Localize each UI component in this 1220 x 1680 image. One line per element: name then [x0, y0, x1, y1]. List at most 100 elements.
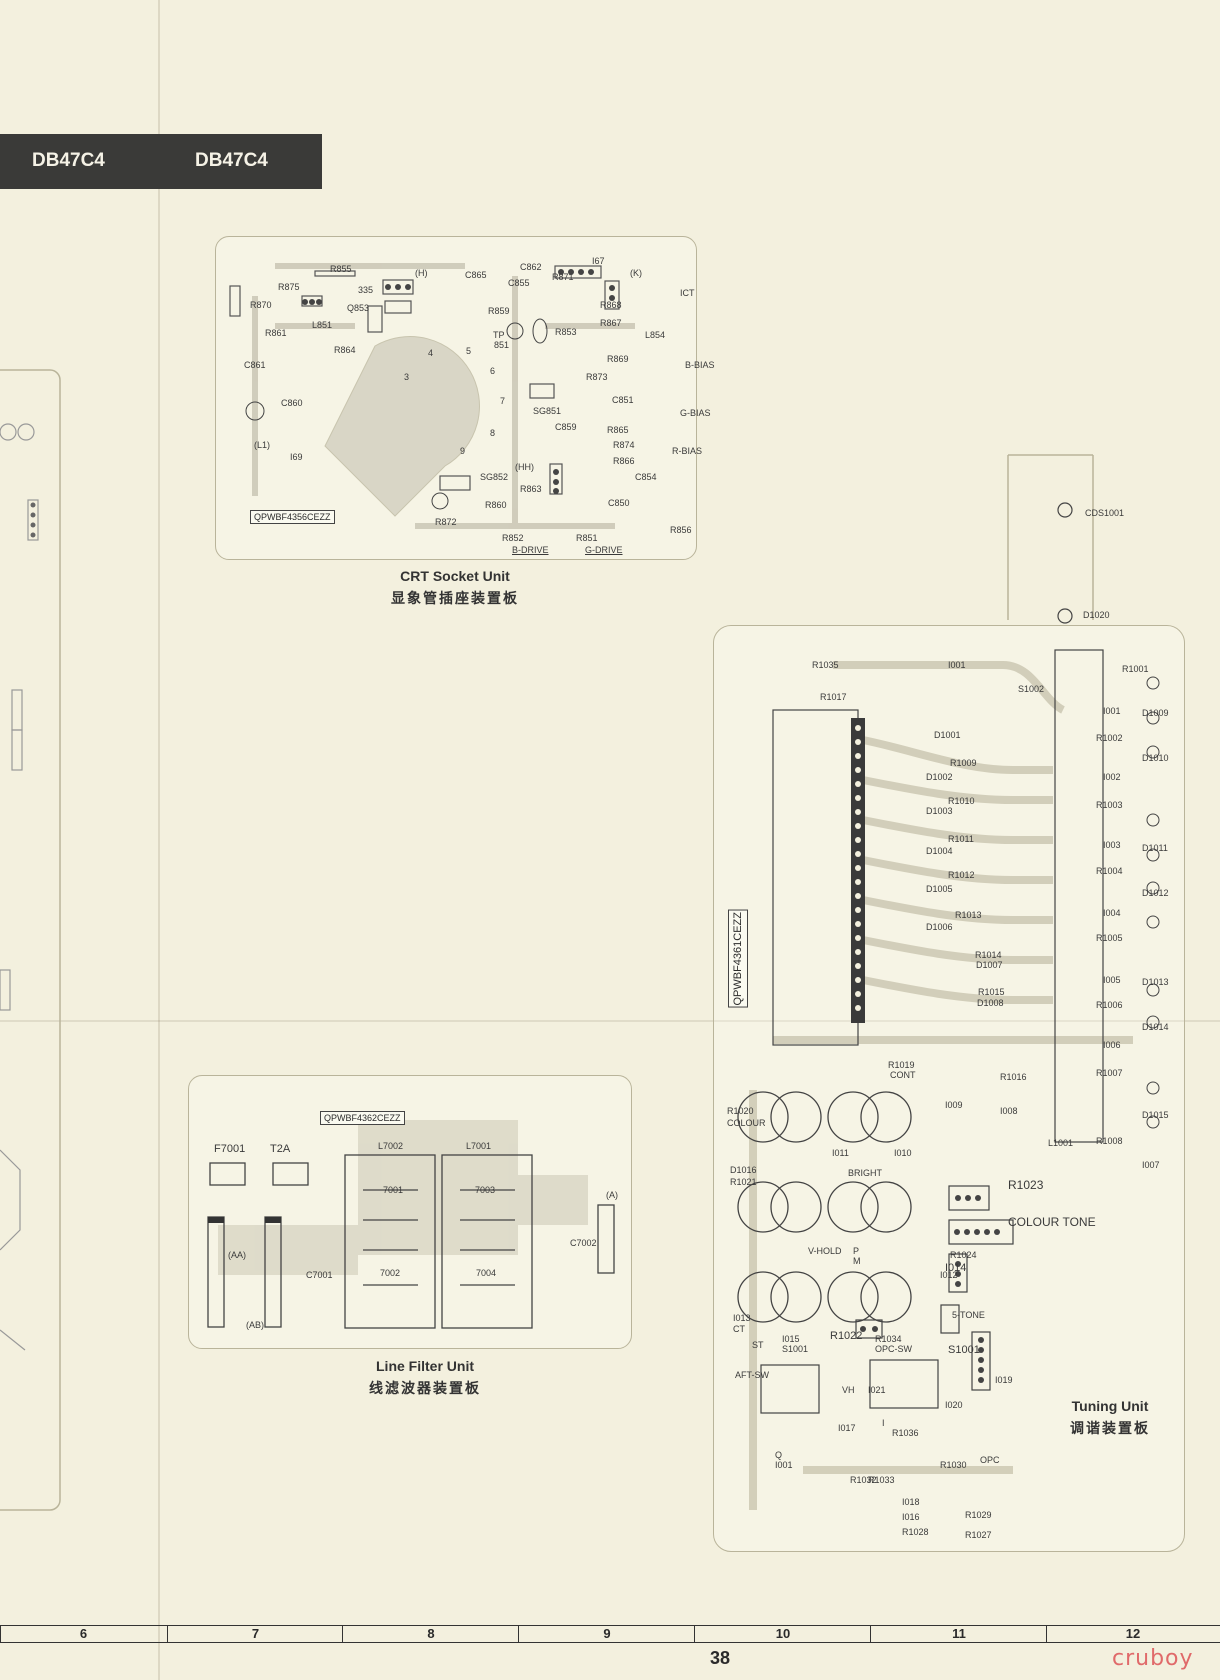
tuning-label: I009 [945, 1100, 963, 1110]
tuning-label: I008 [1000, 1106, 1018, 1116]
crt-label: C855 [508, 278, 530, 288]
tuning-label: I021 [868, 1385, 886, 1395]
tuning-label: R1032 [850, 1475, 877, 1485]
tuning-label: R1027 [965, 1530, 992, 1540]
filter-label: 7002 [380, 1268, 401, 1278]
tuning-label: I020 [945, 1400, 963, 1410]
tuning-label: R1008 [1096, 1136, 1123, 1146]
tuning-label: COLOUR TONE [1008, 1215, 1096, 1229]
tuning-label: I003 [1103, 840, 1121, 850]
grid-bar: 6 7 8 9 10 11 12 [0, 1625, 1220, 1643]
tuning-label: CONT [890, 1070, 916, 1080]
filter-label: (AA) [228, 1250, 246, 1260]
crt-caption: CRT Socket Unit 显象管插座装置板 [355, 568, 555, 608]
filter-label: 7004 [476, 1268, 497, 1278]
tuning-label: I017 [838, 1423, 856, 1433]
filter-label: C7002 [570, 1238, 597, 1248]
tuning-label: R1017 [820, 692, 847, 702]
crt-label: C862 [520, 262, 542, 272]
tuning-label: I002 [1103, 772, 1121, 782]
crt-pin: 3 [404, 372, 410, 382]
filter-label: (A) [606, 1190, 618, 1200]
tuning-label: D1013 [1142, 977, 1169, 987]
crt-label: SG851 [533, 406, 562, 416]
tuning-label: I001 [1103, 706, 1121, 716]
tuning-label: D1011 [1142, 843, 1168, 853]
crt-label: B-DRIVE [512, 545, 549, 555]
tuning-caption: Tuning Unit 调谐装置板 [1060, 1398, 1160, 1438]
left-partial-board [0, 369, 61, 1511]
crt-label: R869 [607, 354, 629, 364]
part-code: QPWBF4356CEZZ [250, 510, 335, 524]
caption-cn: 调谐装置板 [1070, 1420, 1150, 1436]
tuning-label: 5-TONE [952, 1310, 985, 1320]
grid-cell: 6 [0, 1626, 166, 1642]
crt-pin: 9 [460, 446, 466, 456]
tuning-label: D1010 [1142, 753, 1169, 763]
crt-label: R865 [607, 425, 629, 435]
crt-label: R860 [485, 500, 507, 510]
tuning-board-traces [737, 454, 1160, 1510]
caption-cn: 显象管插座装置板 [391, 590, 519, 606]
part-code: QPWBF4361CEZZ [728, 910, 748, 1008]
filter-label: T2A [270, 1143, 291, 1155]
tuning-label: I018 [902, 1497, 920, 1507]
crt-pin: 8 [490, 428, 496, 438]
filter-label: L7001 [466, 1141, 492, 1151]
filter-label: C7001 [306, 1270, 333, 1280]
tuning-label: S1002 [1018, 684, 1045, 694]
tuning-label: VH [842, 1385, 855, 1395]
tuning-label: R1012 [948, 870, 975, 880]
tuning-label: R1014 [975, 950, 1002, 960]
crt-label: I67 [592, 256, 605, 266]
crt-label: L851 [312, 320, 333, 330]
tuning-label: R1028 [902, 1527, 929, 1537]
crt-label: C850 [608, 498, 630, 508]
tuning-label: I006 [1103, 1040, 1121, 1050]
tuning-label: D1006 [926, 922, 953, 932]
tuning-label: I013 [733, 1313, 751, 1323]
crt-label: ICT [680, 288, 695, 298]
grid-cell: 7 [167, 1626, 343, 1642]
crt-label: R874 [613, 440, 635, 450]
crt-label: Q853 [347, 303, 370, 313]
tuning-label: D1014 [1142, 1022, 1169, 1032]
crt-label: C859 [555, 422, 577, 432]
crt-label: R863 [520, 484, 542, 494]
tuning-label: AFT-SW [735, 1370, 769, 1380]
crt-pin: 6 [490, 366, 496, 376]
crt-label: C865 [465, 270, 487, 280]
line-filter-traces [207, 1120, 615, 1329]
crt-label: 851 [494, 340, 510, 350]
model-header: DB47C4 DB47C4 [0, 134, 322, 189]
tuning-board [713, 625, 1185, 1552]
tuning-label: D1002 [926, 772, 953, 782]
crt-label: 335 [358, 285, 374, 295]
tuning-label: I014 [945, 1262, 967, 1274]
watermark: cruboy [1112, 1646, 1194, 1671]
crt-label: R870 [250, 300, 272, 310]
tuning-label: R1023 [1008, 1178, 1044, 1192]
crt-label: R864 [334, 345, 356, 355]
crt-label: R852 [502, 533, 524, 543]
tuning-label: R1001 [1122, 664, 1149, 674]
tuning-label: R1007 [1096, 1068, 1123, 1078]
crt-label: (H) [415, 268, 428, 278]
crt-label: R873 [586, 372, 608, 382]
caption-en: Tuning Unit [1071, 1398, 1149, 1414]
tuning-label: BRIGHT [848, 1168, 883, 1178]
tuning-label: I011 [832, 1148, 849, 1158]
filter-label: (AB) [246, 1320, 264, 1330]
grid-cell: 12 [1046, 1626, 1219, 1642]
crt-label: R855 [330, 264, 352, 274]
tuning-label: V-HOLD [808, 1246, 842, 1256]
tuning-label: R1010 [948, 796, 975, 806]
tuning-label: R1009 [950, 758, 977, 768]
tuning-label: L1001 [1048, 1138, 1074, 1148]
crt-label: R872 [435, 517, 457, 527]
crt-label: C851 [612, 395, 634, 405]
tuning-label: I019 [995, 1375, 1013, 1385]
tuning-label: R1006 [1096, 1000, 1123, 1010]
tuning-label: I [882, 1418, 885, 1428]
crt-label: (K) [630, 268, 642, 278]
